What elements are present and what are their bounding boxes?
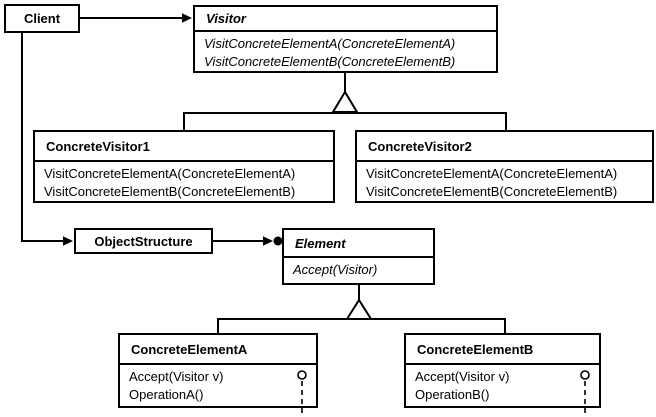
class-methods-concrete-visitor-2: VisitConcreteElementA(ConcreteElementA) …	[357, 162, 652, 201]
method-label: VisitConcreteElementA(ConcreteElementA)	[204, 36, 456, 51]
class-title-concrete-visitor-1: ConcreteVisitor1	[35, 132, 333, 162]
class-box-concrete-visitor-2: ConcreteVisitor2 VisitConcreteElementA(C…	[355, 130, 654, 203]
method-label: OperationB()	[415, 387, 490, 402]
method-label: VisitConcreteElementB(ConcreteElementB)	[204, 54, 456, 69]
class-methods-concrete-visitor-1: VisitConcreteElementA(ConcreteElementA) …	[35, 162, 333, 201]
method-label: Accept(Visitor v)	[129, 369, 224, 384]
class-box-object-structure: ObjectStructure	[74, 228, 213, 254]
element-children-connector-line	[217, 318, 506, 333]
method-label: OperationA()	[129, 387, 204, 402]
visitor-children-connector-line	[183, 112, 507, 130]
method-label: VisitConcreteElementA(ConcreteElementA)	[44, 166, 296, 181]
client-objectstructure-arrowhead-icon	[63, 236, 73, 246]
method-label: VisitConcreteElementB(ConcreteElementB)	[44, 184, 296, 199]
class-title-client: Client	[23, 11, 61, 26]
class-methods-concrete-element-b: Accept(Visitor v) OperationB()	[406, 365, 599, 404]
class-box-client: Client	[4, 4, 80, 33]
method-label: VisitConcreteElementB(ConcreteElementB)	[366, 184, 618, 199]
method-label: VisitConcreteElementA(ConcreteElementA)	[366, 166, 618, 181]
class-title-object-structure: ObjectStructure	[94, 233, 193, 249]
class-methods-concrete-element-a: Accept(Visitor v) OperationA()	[120, 365, 316, 404]
class-box-concrete-visitor-1: ConcreteVisitor1 VisitConcreteElementA(C…	[33, 130, 335, 203]
class-box-concrete-element-a: ConcreteElementA Accept(Visitor v) Opera…	[118, 333, 318, 408]
class-title-concrete-visitor-2: ConcreteVisitor2	[357, 132, 652, 162]
class-methods-element: Accept(Visitor)	[284, 258, 433, 279]
class-title-concrete-element-b: ConcreteElementB	[406, 335, 599, 365]
class-title-element: Element	[284, 230, 433, 258]
method-label: Accept(Visitor)	[293, 262, 378, 277]
client-visitor-arrowhead-icon	[182, 13, 192, 23]
visitor-inheritance-triangle-icon	[331, 90, 359, 113]
method-label: Accept(Visitor v)	[415, 369, 510, 384]
class-methods-visitor: VisitConcreteElementA(ConcreteElementA) …	[195, 32, 496, 71]
class-box-element: Element Accept(Visitor)	[282, 228, 435, 285]
class-box-concrete-element-b: ConcreteElementB Accept(Visitor v) Opera…	[404, 333, 601, 408]
class-title-concrete-element-a: ConcreteElementA	[120, 335, 316, 365]
class-box-visitor: Visitor VisitConcreteElementA(ConcreteEl…	[193, 5, 498, 73]
objectstructure-element-arrowhead-icon	[263, 236, 273, 246]
element-inheritance-triangle-icon	[345, 298, 373, 320]
class-title-visitor: Visitor	[195, 7, 496, 32]
